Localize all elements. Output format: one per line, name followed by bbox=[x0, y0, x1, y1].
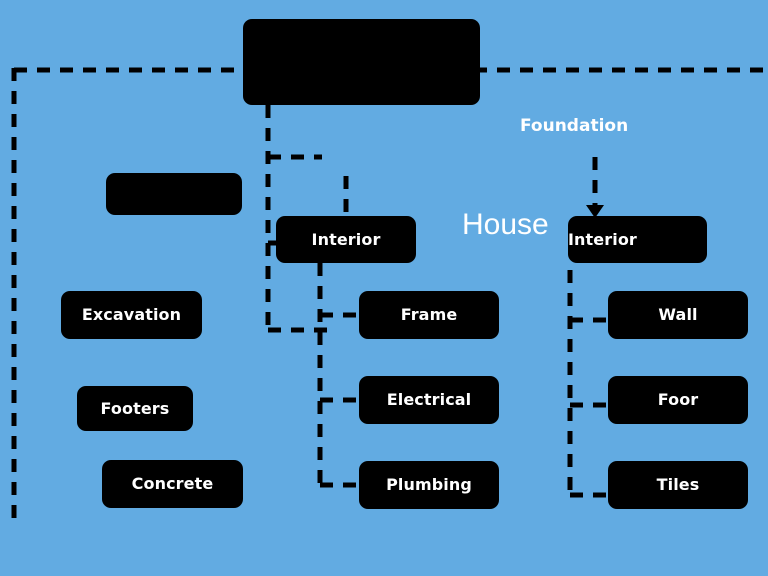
node-electrical[interactable]: Electrical bbox=[359, 376, 499, 424]
node-footers[interactable]: Footers bbox=[77, 386, 193, 431]
node-foor[interactable]: Foor bbox=[608, 376, 748, 424]
node-foor-label: Foor bbox=[657, 390, 699, 409]
node-plumbing[interactable]: Plumbing bbox=[359, 461, 499, 509]
node-excavation[interactable]: Excavation bbox=[61, 291, 202, 339]
label-foundation: Foundation bbox=[520, 116, 629, 136]
node-interior-right[interactable]: Interior bbox=[568, 216, 707, 263]
node-frame-label: Frame bbox=[400, 305, 458, 324]
node-plumbing-label: Plumbing bbox=[386, 475, 472, 494]
node-tiles-label: Tiles bbox=[656, 475, 700, 494]
node-unlabeled-left[interactable] bbox=[106, 173, 242, 215]
node-root[interactable] bbox=[243, 19, 480, 105]
node-wall-label: Wall bbox=[658, 305, 698, 324]
node-tiles[interactable]: Tiles bbox=[608, 461, 748, 509]
node-concrete-label: Concrete bbox=[131, 474, 214, 493]
node-interior-right-label: Interior bbox=[568, 229, 637, 249]
label-house: House bbox=[462, 208, 549, 241]
node-footers-label: Footers bbox=[100, 398, 170, 418]
node-concrete[interactable]: Concrete bbox=[102, 460, 243, 508]
node-electrical-label: Electrical bbox=[386, 390, 472, 409]
node-wall[interactable]: Wall bbox=[608, 291, 748, 339]
node-interior-mid-label: Interior bbox=[311, 229, 381, 249]
node-excavation-label: Excavation bbox=[81, 305, 182, 324]
node-interior-mid[interactable]: Interior bbox=[276, 216, 416, 263]
node-frame[interactable]: Frame bbox=[359, 291, 499, 339]
